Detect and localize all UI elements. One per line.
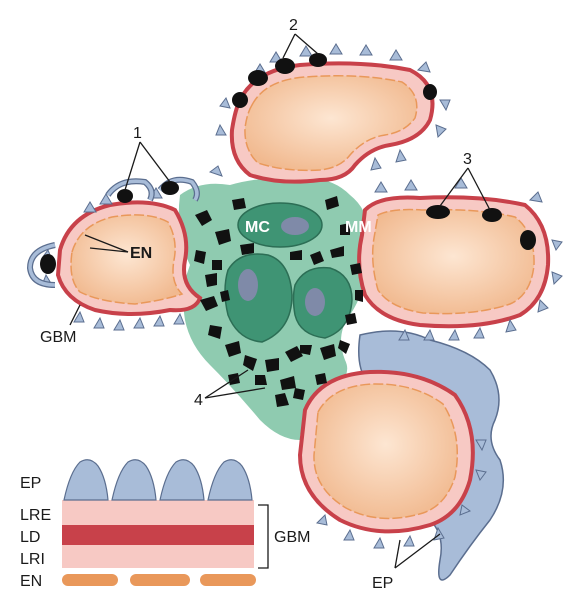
pointer-2-label: 2 [289, 17, 298, 34]
legend-gbm-label: GBM [274, 529, 310, 546]
mesangial-cell-top [237, 202, 323, 248]
mesangial-deposits [194, 196, 363, 407]
capillary-left [55, 200, 203, 316]
legend-endothelium [62, 574, 256, 586]
capillary-bottom [297, 369, 475, 534]
epithelium-label: EP [372, 575, 393, 592]
pointer-4-label: 4 [194, 392, 203, 409]
legend-lri-label: LRI [20, 551, 45, 568]
pointer-1-label: 1 [133, 125, 142, 142]
mesangial-matrix-label: MM [345, 219, 372, 236]
pointer-lines [69, 33, 491, 569]
legend-lre-label: LRE [20, 507, 51, 524]
legend-ep-label: EP [20, 475, 41, 492]
podocyte-loops-left [26, 176, 200, 288]
mesangial-cell-label: MC [245, 219, 270, 236]
mesangial-cell-left [224, 253, 293, 343]
pointer-3-label: 3 [463, 151, 472, 168]
legend-ld-label: LD [20, 529, 40, 546]
capillary-top [229, 61, 435, 184]
subepithelial-deposits [232, 53, 536, 250]
gbm-label: GBM [40, 329, 76, 346]
legend-en-label: EN [20, 573, 42, 590]
podocyte-foot-processes [41, 43, 563, 549]
legend-gbm-bracket [258, 504, 269, 569]
layer-legend [62, 459, 269, 586]
capillary-right [357, 195, 551, 329]
endothelium-label: EN [130, 245, 152, 262]
mesangial-cell-right [292, 266, 353, 339]
legend-podocyte-feet [63, 459, 253, 501]
